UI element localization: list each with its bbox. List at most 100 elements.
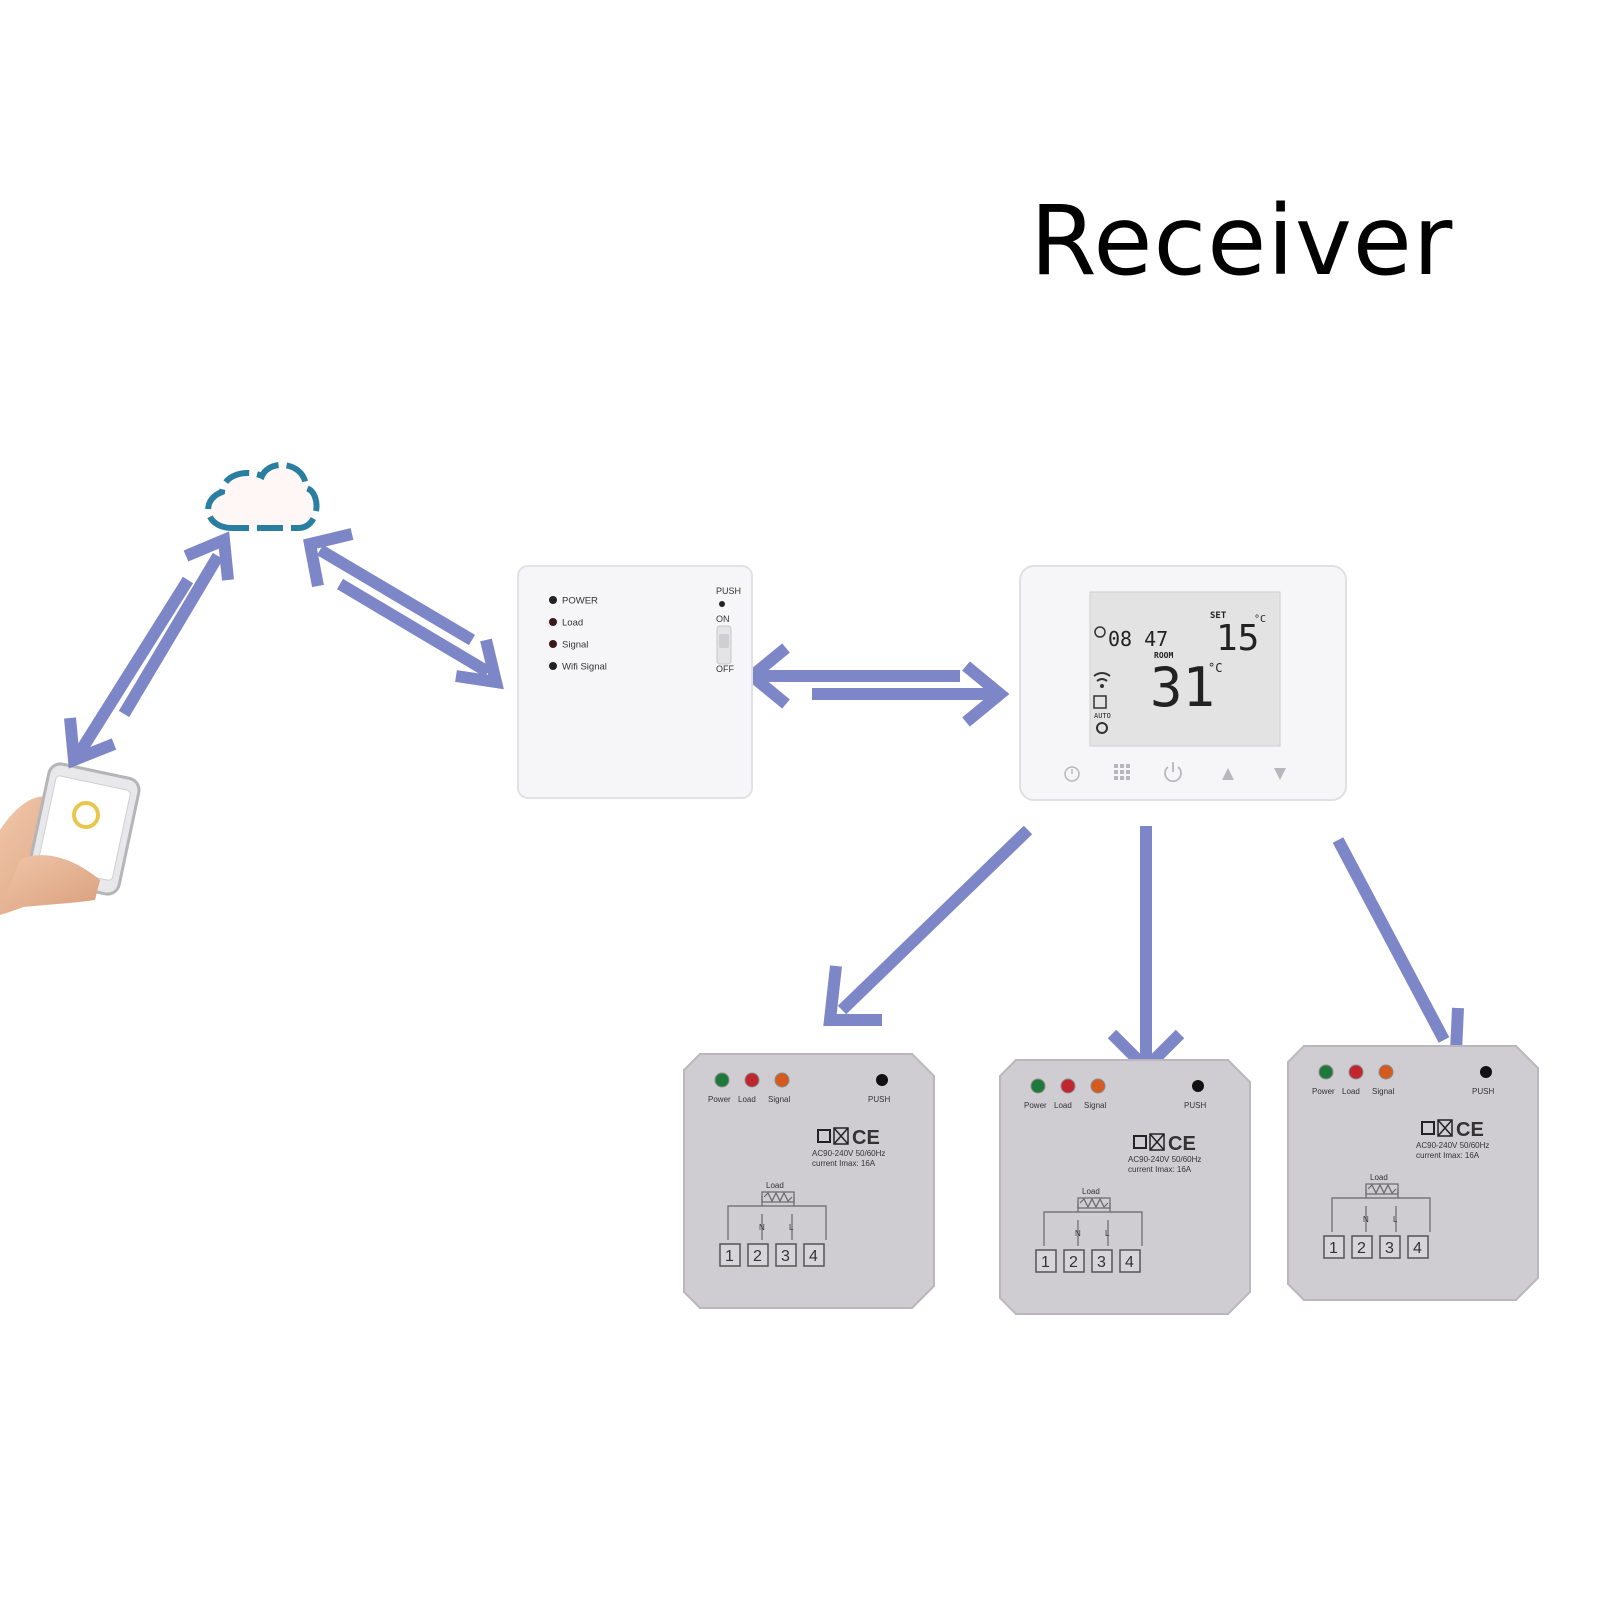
receiver-terminal-label: 2 [1069, 1254, 1078, 1271]
gateway-push-label: PUSH [716, 586, 741, 596]
receiver-push-button[interactable] [876, 1074, 888, 1086]
gateway-led-0 [549, 596, 557, 604]
terminal-letter-n: N [1075, 1229, 1081, 1238]
down-arrow-icon [1274, 768, 1286, 780]
arrow-thermostat-receiver-3 [1332, 837, 1464, 1060]
up-button[interactable] [1222, 768, 1234, 780]
receiver-terminal-label: 1 [1329, 1240, 1338, 1257]
receiver-wiring-diagram [1043, 1197, 1143, 1246]
gateway-led-label-1: Load [562, 618, 583, 629]
gateway-led-1 [549, 618, 557, 626]
power-button[interactable] [1164, 762, 1182, 783]
receiver-led-label-2: Signal [1084, 1101, 1106, 1110]
receiver-terminal-label: 1 [1041, 1254, 1050, 1271]
receiver-load-label: Load [1082, 1187, 1100, 1196]
receiver-terminal-4 [803, 1243, 825, 1267]
clock-readout: 08 47 [1108, 627, 1168, 651]
menu-button[interactable] [1114, 764, 1130, 780]
receiver-terminal-1 [719, 1243, 741, 1267]
receiver-led-label-0: Power [708, 1095, 731, 1104]
receiver-terminal-label: 2 [1357, 1240, 1366, 1257]
receiver-led-0 [714, 1072, 730, 1088]
room-label: ROOM [1154, 651, 1173, 660]
arrow-thermostat-receiver-2 [1107, 826, 1185, 1077]
receiver-wiring-diagram [1331, 1183, 1431, 1232]
timer-button[interactable] [1064, 766, 1080, 782]
diagram-title: Receiver [1030, 185, 1454, 297]
thermostat: 08 47 SET 15 °C ROOM 31 °C AUTO [1019, 565, 1347, 801]
up-arrow-icon [1222, 768, 1234, 780]
receiver-terminal-3 [1379, 1235, 1401, 1259]
receiver-body [999, 1059, 1251, 1315]
receiver-led-label-0: Power [1024, 1101, 1047, 1110]
gateway-led-3 [549, 662, 557, 670]
receiver-led-label-2: Signal [768, 1095, 790, 1104]
receiver-led-label-1: Load [1342, 1087, 1360, 1096]
receiver-current: current Imax: 16A [1128, 1165, 1192, 1174]
receiver-push-button[interactable] [1480, 1066, 1492, 1078]
receiver-terminal-2 [747, 1243, 769, 1267]
arrow-phone-cloud [64, 531, 234, 769]
ce-mark-icon: CE [1421, 1119, 1484, 1141]
mode-label: AUTO [1094, 712, 1111, 720]
receiver-body [1287, 1045, 1539, 1301]
set-temperature: 15 [1216, 618, 1259, 659]
receiver-load-label: Load [766, 1181, 784, 1190]
receiver-push-label: PUSH [1472, 1087, 1494, 1096]
gateway-led-label-2: Signal [562, 640, 588, 651]
receiver-terminal-4 [1119, 1249, 1141, 1273]
wifi-icon [1093, 672, 1111, 688]
arrow-thermostat-receiver-1 [823, 825, 1033, 1026]
receiver-terminal-4 [1407, 1235, 1429, 1259]
program-icon [1093, 695, 1107, 709]
receiver-terminal-1 [1035, 1249, 1057, 1273]
receiver-rating: AC90-240V 50/60Hz [1416, 1141, 1489, 1150]
receiver-push-label: PUSH [1184, 1101, 1206, 1110]
svg-text:CE: CE [1456, 1119, 1484, 1141]
svg-text:CE: CE [1168, 1133, 1196, 1155]
receiver-terminal-2 [1351, 1235, 1373, 1259]
receiver-push-button[interactable] [1192, 1080, 1204, 1092]
receiver-wiring-diagram [727, 1191, 827, 1240]
terminal-letter-l: L [789, 1223, 794, 1232]
receiver-terminal-label: 4 [1413, 1240, 1422, 1257]
gateway-push-button[interactable] [719, 601, 725, 607]
receiver-terminal-1 [1323, 1235, 1345, 1259]
room-temperature: 31 [1150, 656, 1215, 719]
gateway-led-label-0: POWER [562, 596, 598, 607]
receiver-led-0 [1318, 1064, 1334, 1080]
receiver-terminal-label: 3 [781, 1248, 790, 1265]
clock-icon [1094, 626, 1106, 638]
receiver-led-1 [1060, 1078, 1076, 1094]
receiver-current: current Imax: 16A [1416, 1151, 1480, 1160]
timer-icon [1064, 766, 1080, 782]
receiver-led-1 [1348, 1064, 1364, 1080]
gateway-led-2 [549, 640, 557, 648]
receiver-terminal-2 [1063, 1249, 1085, 1273]
receiver-terminal-label: 4 [809, 1248, 818, 1265]
set-label: SET [1210, 611, 1227, 621]
ce-mark-icon: CE [817, 1127, 880, 1149]
gateway-on-label: ON [716, 614, 730, 624]
receiver-led-label-2: Signal [1372, 1087, 1394, 1096]
receiver-led-1 [744, 1072, 760, 1088]
receiver-terminal-label: 3 [1385, 1240, 1394, 1257]
gateway-off-label: OFF [716, 664, 734, 674]
ce-mark-icon: CE [1133, 1133, 1196, 1155]
receiver-body [683, 1053, 935, 1309]
receiver-load-label: Load [1370, 1173, 1388, 1182]
down-button[interactable] [1274, 768, 1286, 780]
arrow-gateway-thermostat [742, 643, 1010, 727]
receiver-terminal-label: 3 [1097, 1254, 1106, 1271]
terminal-letter-n: N [1363, 1215, 1369, 1224]
receiver-led-2 [774, 1072, 790, 1088]
set-unit: °C [1254, 614, 1266, 625]
menu-grid-icon [1114, 764, 1130, 780]
arrow-cloud-gateway [303, 528, 504, 690]
cloud-icon [205, 461, 320, 531]
receiver-terminal-label: 2 [753, 1248, 762, 1265]
receiver-current: current Imax: 16A [812, 1159, 876, 1168]
